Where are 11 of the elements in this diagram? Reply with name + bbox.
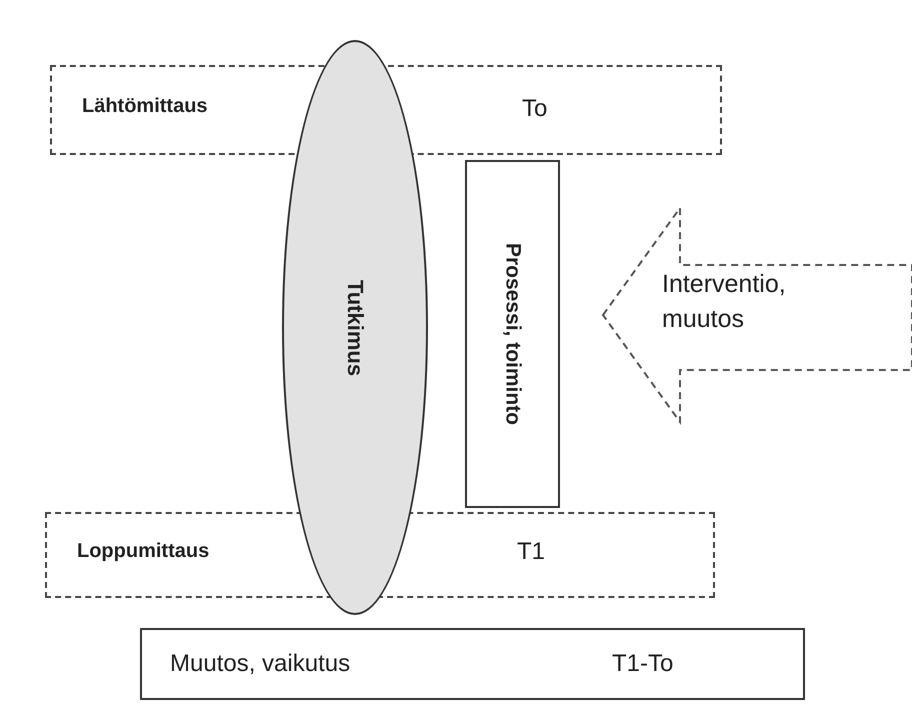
ellipse-label: Tutkimus xyxy=(342,279,368,376)
process-label: Prosessi, toiminto xyxy=(500,242,524,426)
time-label: T1 xyxy=(517,538,546,566)
time-label: To xyxy=(522,95,548,123)
box-heading: Loppumittaus xyxy=(77,540,210,563)
box-heading: Muutos, vaikutus xyxy=(170,650,350,678)
box-heading: Lähtömittaus xyxy=(82,95,208,118)
result-box xyxy=(140,628,805,700)
arrow-label: Interventio, muutos xyxy=(662,269,787,335)
time-label: T1-To xyxy=(612,650,674,678)
process-box xyxy=(465,160,560,508)
